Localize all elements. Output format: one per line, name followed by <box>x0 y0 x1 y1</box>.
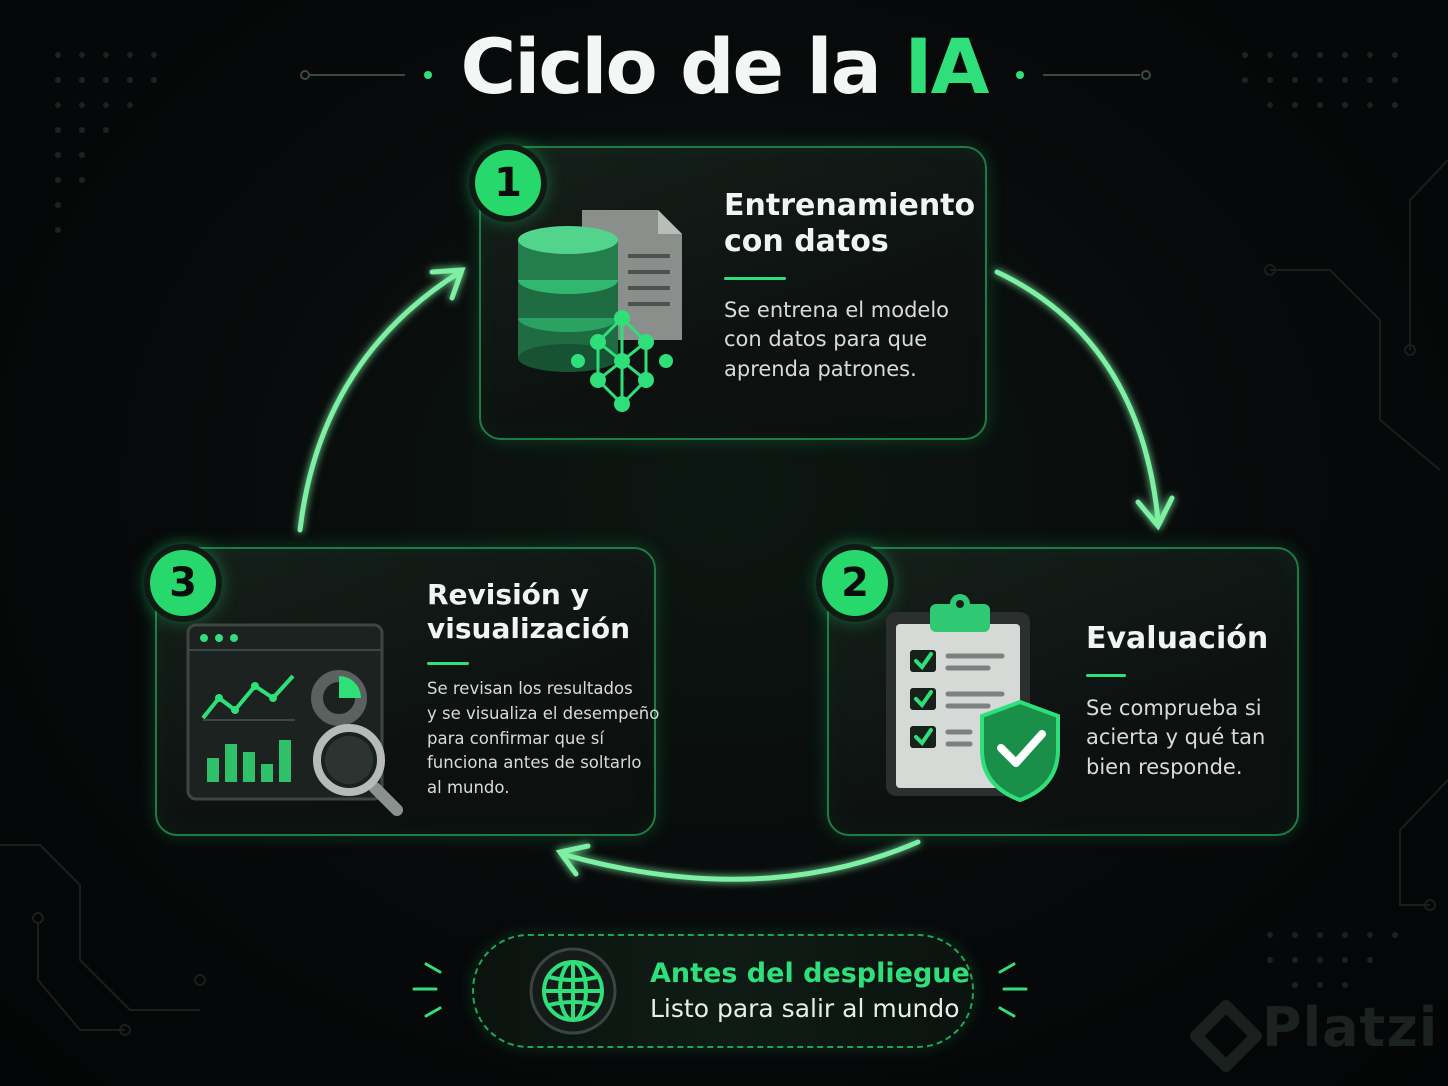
dot-grid-bottom-right <box>1267 932 1398 988</box>
step-1-desc-line: Se entrena el modelo <box>724 298 950 322</box>
step-1-illustration <box>518 210 682 412</box>
step-3-desc-line: y se visualiza el desempeño <box>427 703 660 723</box>
step-3-illustration <box>186 623 403 816</box>
step-2-description: Se comprueba si acierta y qué tan bien r… <box>1086 694 1265 782</box>
shield-check-icon <box>980 699 1060 803</box>
title-decoration-right <box>1043 70 1151 80</box>
deployment-title: Antes del despliegue <box>650 958 970 989</box>
step-3-title: Revisión y visualización <box>427 578 630 645</box>
arrowhead-1 <box>429 267 466 301</box>
dot-grid-right <box>1242 52 1398 108</box>
deployment-subtitle: Listo para salir al mundo <box>650 994 960 1023</box>
step-1-title-line1: Entrenamiento <box>724 188 976 223</box>
magnifier-icon <box>313 724 403 816</box>
step-1-description: Se entrena el modelo con datos para que … <box>724 296 949 384</box>
step-3-desc-line: al mundo. <box>427 778 510 797</box>
step-3-desc-line: Se revisan los resultados <box>427 679 633 698</box>
arrow-3-to-1 <box>297 269 463 533</box>
title-accent: IA <box>904 22 989 111</box>
step-2-illustration <box>886 594 1060 803</box>
deploy-glow-ticks <box>412 962 1028 1018</box>
step-2-desc-line: bien responde. <box>1086 754 1243 779</box>
arrowhead-3 <box>555 843 591 877</box>
step-2-underline <box>1086 674 1126 677</box>
step-2-desc-line: acierta y qué tan <box>1086 725 1266 750</box>
step-2-badge: 2 <box>822 550 888 616</box>
step-3-desc-line: funciona antes de soltarlo <box>427 753 642 773</box>
arrow-1-to-2 <box>994 269 1161 523</box>
step-1-underline <box>724 277 786 280</box>
database-icon <box>518 226 618 372</box>
title-dot-left <box>424 71 432 79</box>
arrowhead-2 <box>1135 495 1175 531</box>
arrow-2-to-3 <box>559 839 921 882</box>
network-nodes <box>571 310 673 412</box>
title-main: Ciclo de la <box>460 22 905 111</box>
page-title: Ciclo de la IA <box>0 22 1448 111</box>
step-1-title-line2: con datos <box>724 224 889 259</box>
circuit-lines <box>0 159 1448 1036</box>
platzi-logo-icon <box>1190 1000 1262 1072</box>
step-3-title-line1: Revisión y <box>427 578 589 611</box>
step-3-desc-line: para confirmar que sí <box>427 728 604 748</box>
step-1-desc-line: con datos para que <box>724 327 928 352</box>
step-3-description: Se revisan los resultados y se visualiza… <box>427 677 659 801</box>
step-1-title: Entrenamiento con datos <box>724 188 975 260</box>
dot-grid-left <box>55 52 157 233</box>
step-1-desc-line: aprenda patrones. <box>724 356 917 381</box>
watermark: Platzi <box>1262 996 1439 1059</box>
title-decoration-left <box>300 70 405 80</box>
cycle-arrows <box>297 267 1175 882</box>
step-3-title-line2: visualización <box>427 611 631 645</box>
step-1-badge: 1 <box>475 150 541 216</box>
step-3-underline <box>427 662 469 665</box>
step-2-title: Evaluación <box>1086 621 1269 656</box>
globe-icon <box>529 947 617 1035</box>
step-3-badge: 3 <box>150 550 216 616</box>
step-2-desc-line: Se comprueba si <box>1086 696 1262 720</box>
title-dot-right <box>1016 71 1024 79</box>
